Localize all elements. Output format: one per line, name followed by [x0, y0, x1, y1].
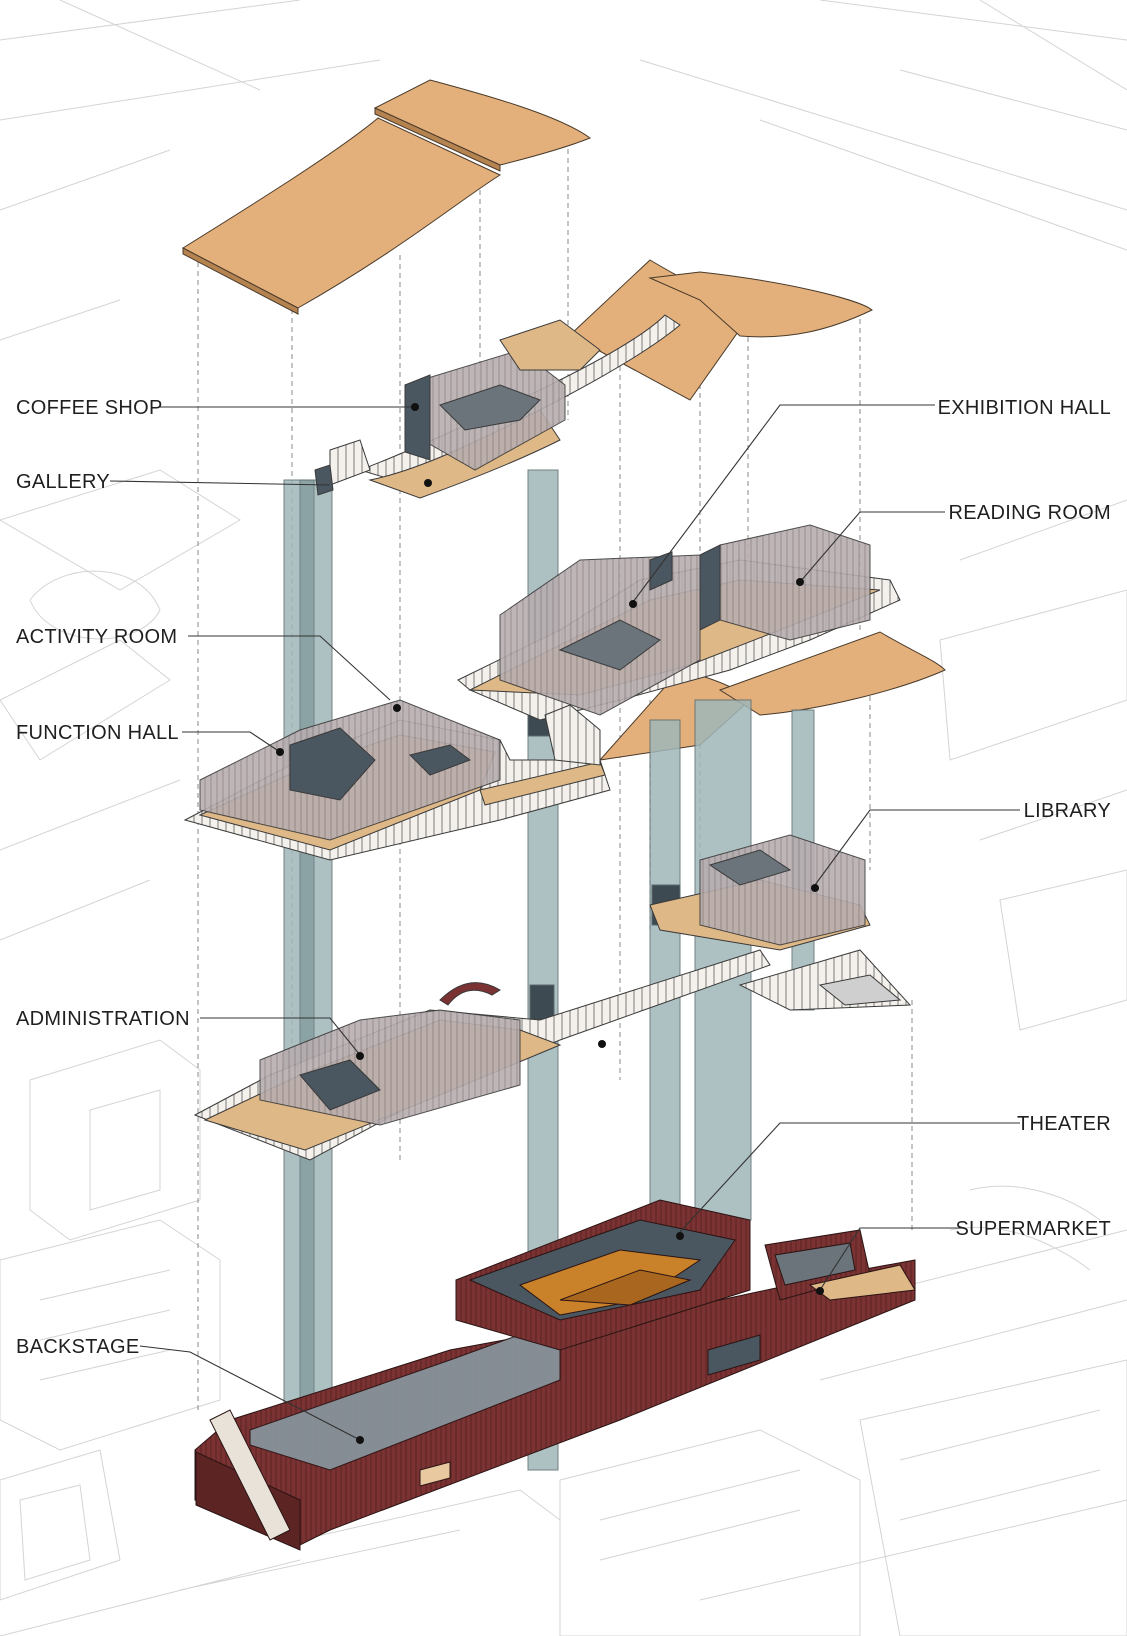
label-backstage: BACKSTAGE	[16, 1336, 140, 1358]
level-function-activity	[183, 699, 611, 861]
level-exhibition-reading	[457, 524, 901, 721]
label-function-hall: FUNCTION HALL	[16, 722, 179, 744]
label-theater: THEATER	[1017, 1113, 1111, 1135]
ground-podium	[194, 1199, 916, 1551]
label-activity-room: ACTIVITY ROOM	[16, 626, 178, 648]
leader-endpoints	[276, 403, 824, 1444]
label-administration: ADMINISTRATION	[16, 1008, 190, 1030]
label-gallery: GALLERY	[16, 471, 111, 493]
level-library	[649, 834, 912, 1011]
level-administration	[193, 949, 771, 1161]
roof-slabs	[181, 79, 946, 761]
level-coffee-gallery	[314, 314, 681, 499]
label-reading-room: READING ROOM	[948, 502, 1111, 524]
label-supermarket: SUPERMARKET	[955, 1218, 1111, 1240]
label-exhibition-hall: EXHIBITION HALL	[937, 397, 1111, 419]
label-coffee-shop: COFFEE SHOP	[16, 397, 163, 419]
leader-lines	[109, 404, 1020, 1441]
label-library: LIBRARY	[1023, 800, 1111, 822]
